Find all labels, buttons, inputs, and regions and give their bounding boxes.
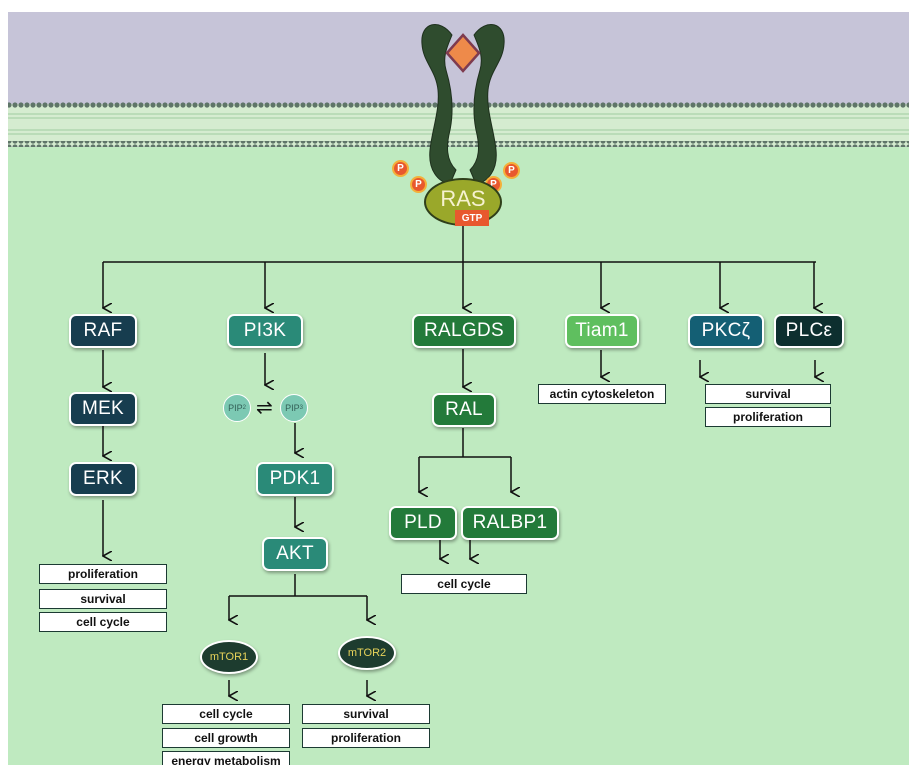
akt-node: AKT [262, 537, 328, 571]
pkc-zeta-node: PKCζ [688, 314, 764, 348]
pi3k-node: PI3K [227, 314, 303, 348]
pip3-subscript: 3 [299, 405, 303, 411]
pip3-label: PIP [285, 403, 300, 413]
ral-node: RAL [432, 393, 496, 427]
effector-arrows [103, 262, 814, 308]
ralgds-node: RALGDS [412, 314, 516, 348]
erk-node: ERK [69, 462, 137, 496]
mtor2-output-proliferation: proliferation [302, 728, 430, 748]
plc-epsilon-node: PLCε [774, 314, 844, 348]
mtor1-node: mTOR1 [200, 640, 258, 674]
pip2-subscript: 2 [242, 405, 246, 411]
ralgds-output-cell-cycle: cell cycle [401, 574, 527, 594]
lipid-tails [8, 113, 909, 135]
ligand-diamond [445, 33, 481, 73]
raf-node: RAF [69, 314, 137, 348]
tiam1-output-actin-cytoskeleton: actin cytoskeleton [538, 384, 666, 404]
raf-output-proliferation: proliferation [39, 564, 167, 584]
gtp-label: GTP [455, 210, 489, 226]
receptor-dimer [421, 24, 505, 185]
pip2-label: PIP [228, 403, 243, 413]
mtor1-output-cell-growth: cell growth [162, 728, 290, 748]
mtor2-output-survival: survival [302, 704, 430, 724]
equilibrium-arrows: ⇌ [256, 397, 273, 419]
pi3k-arrows [229, 353, 367, 696]
phosphate-left-1: P [392, 160, 409, 177]
tiam1-node: Tiam1 [565, 314, 639, 348]
ral-split [419, 428, 511, 458]
pkc-plc-output-survival: survival [705, 384, 831, 404]
raf-output-cell-cycle: cell cycle [39, 612, 167, 632]
ralgds-arrows [419, 349, 511, 559]
phosphate-right-1: P [503, 162, 520, 179]
pld-node: PLD [389, 506, 457, 540]
pkc-plc-output-proliferation: proliferation [705, 407, 831, 427]
akt-split [229, 574, 367, 597]
phosphate-left-2: P [410, 176, 427, 193]
mtor1-output-cell-cycle: cell cycle [162, 704, 290, 724]
membrane-inner-leaflet [8, 141, 909, 147]
plasma-membrane [8, 104, 909, 146]
pdk1-node: PDK1 [256, 462, 334, 496]
raf-output-survival: survival [39, 589, 167, 609]
right-arrows [601, 350, 815, 377]
cytoplasm [8, 147, 909, 765]
mek-node: MEK [69, 392, 137, 426]
mtor2-node: mTOR2 [338, 636, 396, 670]
membrane-outer-leaflet [8, 102, 909, 108]
mtor1-output-energy-metabolism: energy metabolism [162, 751, 290, 765]
ralbp1-node: RALBP1 [461, 506, 559, 540]
